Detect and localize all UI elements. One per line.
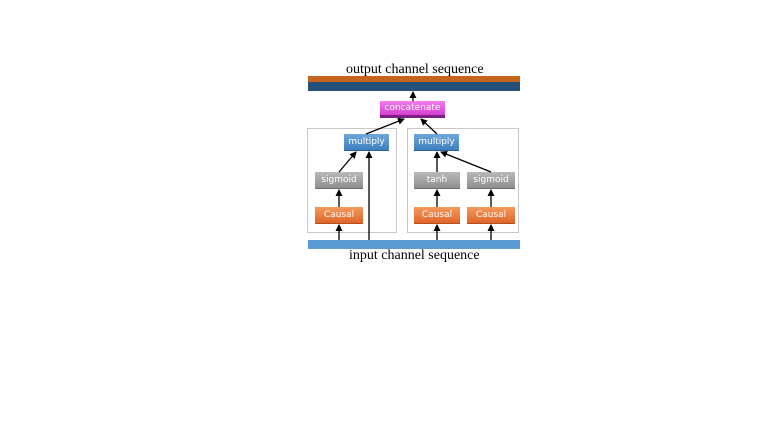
- right-causal-box-2: Causal: [467, 207, 515, 224]
- right-gate-frame: [407, 128, 519, 233]
- left-multiply-box: multiply: [344, 134, 389, 151]
- input-bar: [308, 240, 520, 249]
- input-label: input channel sequence: [349, 248, 480, 263]
- right-causal-box-1: Causal: [414, 207, 460, 224]
- arrow-right-multiply-to-concat: [420, 118, 438, 135]
- arrow-left-multiply-to-concat: [365, 117, 405, 135]
- output-label: output channel sequence: [346, 62, 484, 77]
- left-causal-box: Causal: [315, 207, 363, 224]
- right-tanh-box: tanh: [414, 172, 460, 189]
- concatenate-box: concatenate: [380, 101, 445, 118]
- right-multiply-box: multiply: [414, 134, 459, 151]
- output-bar-bottom: [308, 82, 520, 91]
- output-bar-top: [308, 76, 520, 82]
- left-gate-frame: [307, 128, 397, 233]
- left-sigmoid-box: sigmoid: [315, 172, 363, 189]
- arrow-right-sigmoid-to-multiply: [440, 150, 492, 173]
- right-sigmoid-box: sigmoid: [467, 172, 515, 189]
- arrow-left-sigmoid-to-multiply: [338, 151, 357, 173]
